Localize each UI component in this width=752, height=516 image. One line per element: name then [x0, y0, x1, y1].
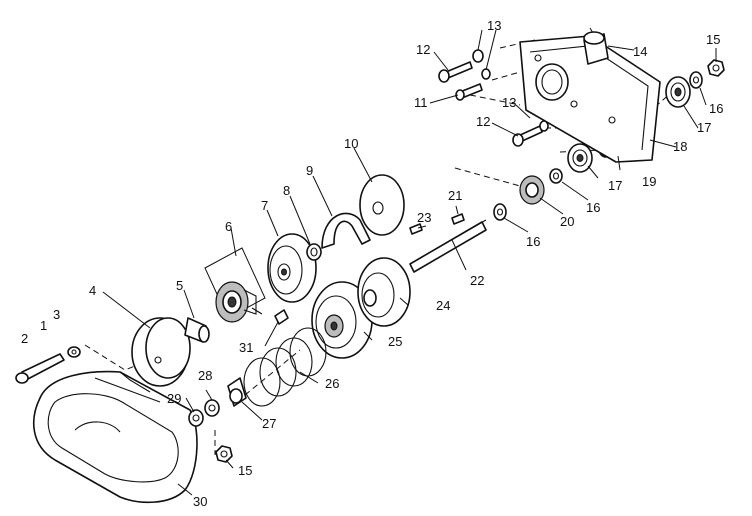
key-part [274, 309, 289, 325]
callout-8: 8 [283, 183, 290, 198]
spring-disk-part [359, 174, 405, 236]
bearing-lower-part [567, 143, 593, 173]
callout-23: 23 [417, 210, 431, 225]
washer-16-mid-part [549, 168, 563, 184]
callout-20: 20 [560, 214, 574, 229]
callout-5: 5 [176, 278, 183, 293]
driven-sheave-part [311, 281, 373, 359]
callout-15-upper: 15 [706, 32, 720, 47]
spring-clip-part [321, 212, 371, 249]
callout-15-lower: 15 [238, 463, 252, 478]
bolt-12-upper-part [438, 61, 473, 83]
callout-17-upper: 17 [697, 120, 711, 135]
callout-24: 24 [436, 298, 450, 313]
spacer-part [306, 243, 322, 261]
bolt-12-lower-part [512, 120, 549, 147]
callout-9: 9 [306, 163, 313, 178]
callout-30: 30 [193, 494, 207, 509]
drive-plate-part [267, 233, 317, 303]
pulley-cap-part [131, 317, 191, 387]
key-21-part [451, 213, 465, 225]
callout-26: 26 [325, 376, 339, 391]
moveable-sheave-part [357, 257, 411, 327]
callout-22: 22 [470, 273, 484, 288]
callout-12-upper: 12 [416, 42, 430, 57]
callout-21: 21 [448, 188, 462, 203]
callout-19: 19 [642, 174, 656, 189]
callout-1: 1 [40, 318, 47, 333]
callout-6: 6 [225, 219, 232, 234]
callout-18: 18 [673, 139, 687, 154]
callout-3: 3 [53, 307, 60, 322]
bolt-11-part [455, 83, 483, 101]
shaft-part [409, 219, 487, 273]
callout-11: 11 [414, 95, 428, 110]
callout-29: 29 [167, 391, 181, 406]
washer-29-part [188, 409, 204, 427]
key-23-part [409, 223, 423, 235]
callout-12-lower: 12 [476, 114, 490, 129]
callout-25: 25 [388, 334, 402, 349]
callout-2: 2 [21, 331, 28, 346]
callout-16-upper: 16 [709, 101, 723, 116]
callout-28: 28 [198, 368, 212, 383]
ramp-part [227, 377, 247, 407]
callout-10: 10 [344, 136, 358, 151]
callout-4: 4 [89, 283, 96, 298]
callout-14: 14 [633, 44, 647, 59]
spring-coils-part [243, 327, 327, 407]
cover-housing-part [33, 370, 198, 504]
bolt-part [15, 353, 65, 384]
clutch-sprocket-part [204, 247, 266, 323]
callout-13-upper: 13 [487, 18, 501, 33]
washer-16-upper-part [689, 71, 703, 89]
callout-31: 31 [239, 340, 253, 355]
callout-13-lower: 13 [502, 95, 516, 110]
callout-16-lower: 16 [526, 234, 540, 249]
nut-lower-part [215, 445, 233, 463]
washer-28-part [204, 399, 220, 417]
nut-upper-part [707, 59, 725, 77]
sleeve-part [184, 317, 210, 343]
callout-17-lower: 17 [608, 178, 622, 193]
leader-lines [102, 29, 717, 496]
spacer-tube-part [583, 31, 609, 65]
sprocket-part [519, 175, 545, 205]
washer-16-lower-part [493, 203, 507, 221]
callout-16-mid: 16 [586, 200, 600, 215]
washer-part [67, 346, 81, 358]
bearing-upper-part [665, 76, 691, 108]
callout-7: 7 [261, 198, 268, 213]
callout-labels: 1 2 3 4 5 6 7 8 9 10 11 12 12 13 13 14 1… [21, 18, 723, 509]
callout-27: 27 [262, 416, 276, 431]
